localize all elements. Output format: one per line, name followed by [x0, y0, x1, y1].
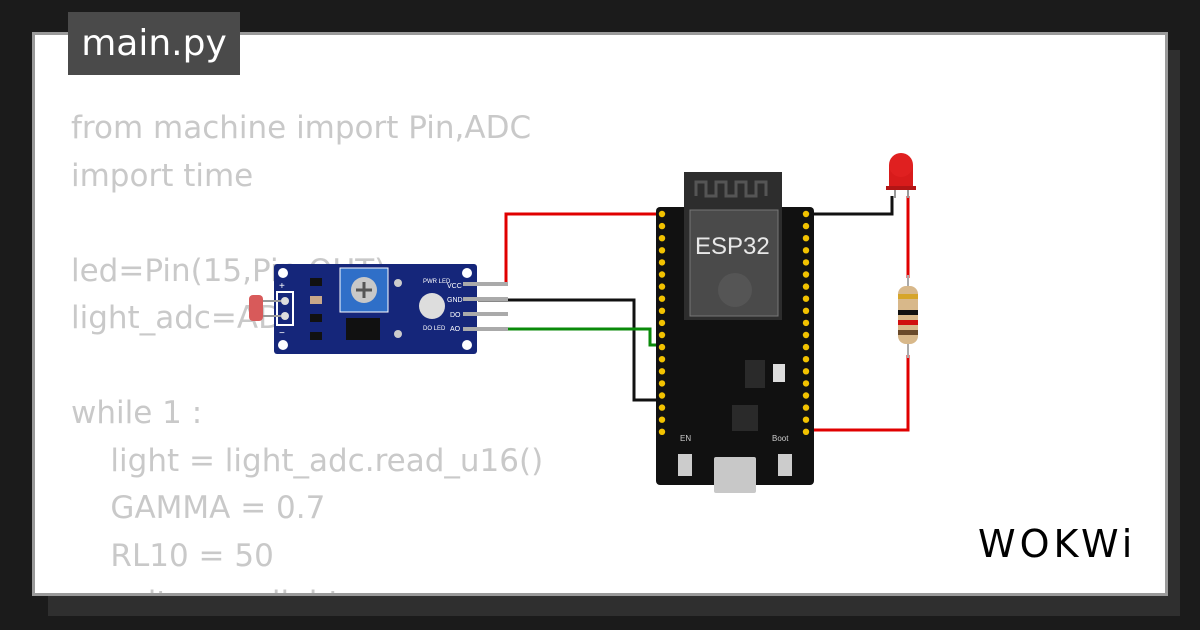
header-pin[interactable] — [658, 380, 666, 387]
code-line: light = light_adc.read_u16() — [71, 442, 544, 479]
header-pin[interactable] — [802, 416, 810, 423]
header-pin[interactable] — [658, 307, 666, 314]
code-line: import time — [71, 157, 254, 194]
header-pin[interactable] — [658, 295, 666, 302]
header-pin[interactable] — [802, 368, 810, 375]
en-label: EN — [680, 434, 691, 443]
header-pin[interactable] — [802, 404, 810, 411]
header-pin[interactable] — [658, 404, 666, 411]
header-pin[interactable] — [658, 259, 666, 266]
pin-label-ao: AO — [450, 326, 461, 333]
header-pin[interactable] — [802, 259, 810, 266]
polarity-plus: + — [279, 281, 285, 292]
header-pin[interactable] — [658, 319, 666, 327]
header-pin[interactable] — [802, 295, 810, 302]
red-led[interactable] — [886, 153, 916, 198]
header-pin[interactable] — [802, 271, 810, 278]
header-pin[interactable] — [658, 416, 666, 423]
header-pin[interactable] — [802, 356, 810, 363]
code-line: while 1 : — [71, 395, 203, 431]
wire-led-gnd — [806, 196, 894, 216]
file-tab[interactable]: main.py — [68, 12, 240, 75]
code-line: GAMMA = 0.7 — [71, 490, 326, 526]
header-pin[interactable] — [658, 428, 666, 435]
header-pin[interactable] — [658, 356, 666, 363]
header-pin[interactable] — [658, 331, 666, 339]
pin-label-vcc: VCC — [447, 283, 462, 290]
esp32-pin-headers — [658, 210, 810, 435]
code-line: voltage = light... — [71, 580, 543, 593]
header-pin[interactable] — [658, 343, 666, 351]
header-pin[interactable] — [802, 331, 810, 339]
wire-gnd — [478, 298, 662, 402]
do-led-label: DO LED — [423, 326, 446, 332]
usb-port — [714, 457, 756, 493]
photoresistor — [249, 295, 263, 321]
header-pin[interactable] — [658, 368, 666, 375]
header-pin[interactable] — [802, 319, 810, 327]
espressif-icon — [718, 273, 752, 307]
pin-label-gnd: GND — [447, 297, 463, 304]
wokwi-logo: WOKWi — [978, 522, 1137, 566]
header-pin[interactable] — [802, 343, 810, 351]
header-pin[interactable] — [802, 392, 810, 399]
header-pin[interactable] — [802, 307, 810, 314]
header-pin[interactable] — [802, 210, 810, 218]
light-sensor-module[interactable]: + − PWR LED DO LED VCC GND DO AO — [249, 264, 508, 354]
header-pin[interactable] — [658, 247, 666, 254]
header-pin[interactable] — [802, 380, 810, 387]
code-line: from machine import Pin,ADC — [71, 110, 532, 146]
header-pin[interactable] — [658, 392, 666, 399]
pin-label-do: DO — [450, 312, 461, 319]
esp32-board[interactable]: ESP32 EN Boot — [656, 172, 814, 493]
header-pin[interactable] — [658, 210, 666, 218]
header-pin[interactable] — [658, 235, 666, 242]
header-pin[interactable] — [802, 222, 810, 230]
polarity-minus: − — [279, 328, 285, 339]
pwr-led-label: PWR LED — [423, 279, 451, 285]
header-pin[interactable] — [802, 428, 810, 435]
esp32-label: ESP32 — [695, 233, 770, 260]
comparator-chip — [346, 318, 380, 340]
header-pin[interactable] — [658, 222, 666, 230]
header-pin[interactable] — [658, 271, 666, 278]
wire-vcc — [478, 212, 662, 286]
header-pin[interactable] — [802, 247, 810, 254]
resistor[interactable] — [898, 275, 918, 358]
header-pin[interactable] — [802, 283, 810, 290]
code-line: RL10 = 50 — [71, 537, 274, 574]
wire-resistor — [806, 355, 910, 432]
boot-label: Boot — [772, 434, 789, 443]
header-pin[interactable] — [658, 283, 666, 290]
header-pin[interactable] — [802, 235, 810, 242]
